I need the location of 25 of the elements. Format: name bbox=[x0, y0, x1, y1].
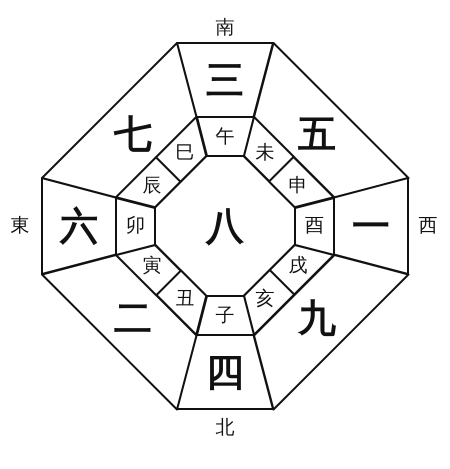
zodiac-branch-label: 申 bbox=[288, 176, 308, 196]
zodiac-branch-label: 酉 bbox=[305, 216, 324, 236]
zodiac-branch-label: 子 bbox=[216, 306, 234, 325]
zodiac-branch-label: 亥 bbox=[256, 290, 274, 308]
zodiac-branch-label: 卯 bbox=[126, 216, 145, 236]
direction-label: 北 bbox=[216, 418, 234, 438]
direction-label: 西 bbox=[418, 216, 438, 236]
direction-label: 南 bbox=[216, 18, 234, 38]
zodiac-branch-label: 辰 bbox=[142, 176, 162, 196]
center-number: 八 bbox=[206, 207, 244, 245]
star-number: 四 bbox=[206, 353, 244, 391]
star-number: 六 bbox=[60, 207, 98, 245]
zodiac-branch-label: 戌 bbox=[288, 256, 308, 276]
star-number: 五 bbox=[298, 114, 336, 153]
zodiac-branch-label: 巳 bbox=[176, 144, 194, 162]
direction-label: 東 bbox=[10, 216, 30, 236]
star-number: 二 bbox=[114, 299, 152, 338]
zodiac-branch-label: 寅 bbox=[142, 256, 162, 276]
zodiac-branch-label: 丑 bbox=[176, 290, 194, 308]
star-number: 九 bbox=[298, 299, 336, 338]
star-number: 三 bbox=[206, 61, 244, 99]
star-number: 七 bbox=[114, 114, 152, 153]
zodiac-branch-label: 午 bbox=[216, 127, 234, 146]
star-number: 一 bbox=[352, 207, 390, 245]
zodiac-branch-label: 未 bbox=[256, 144, 274, 162]
